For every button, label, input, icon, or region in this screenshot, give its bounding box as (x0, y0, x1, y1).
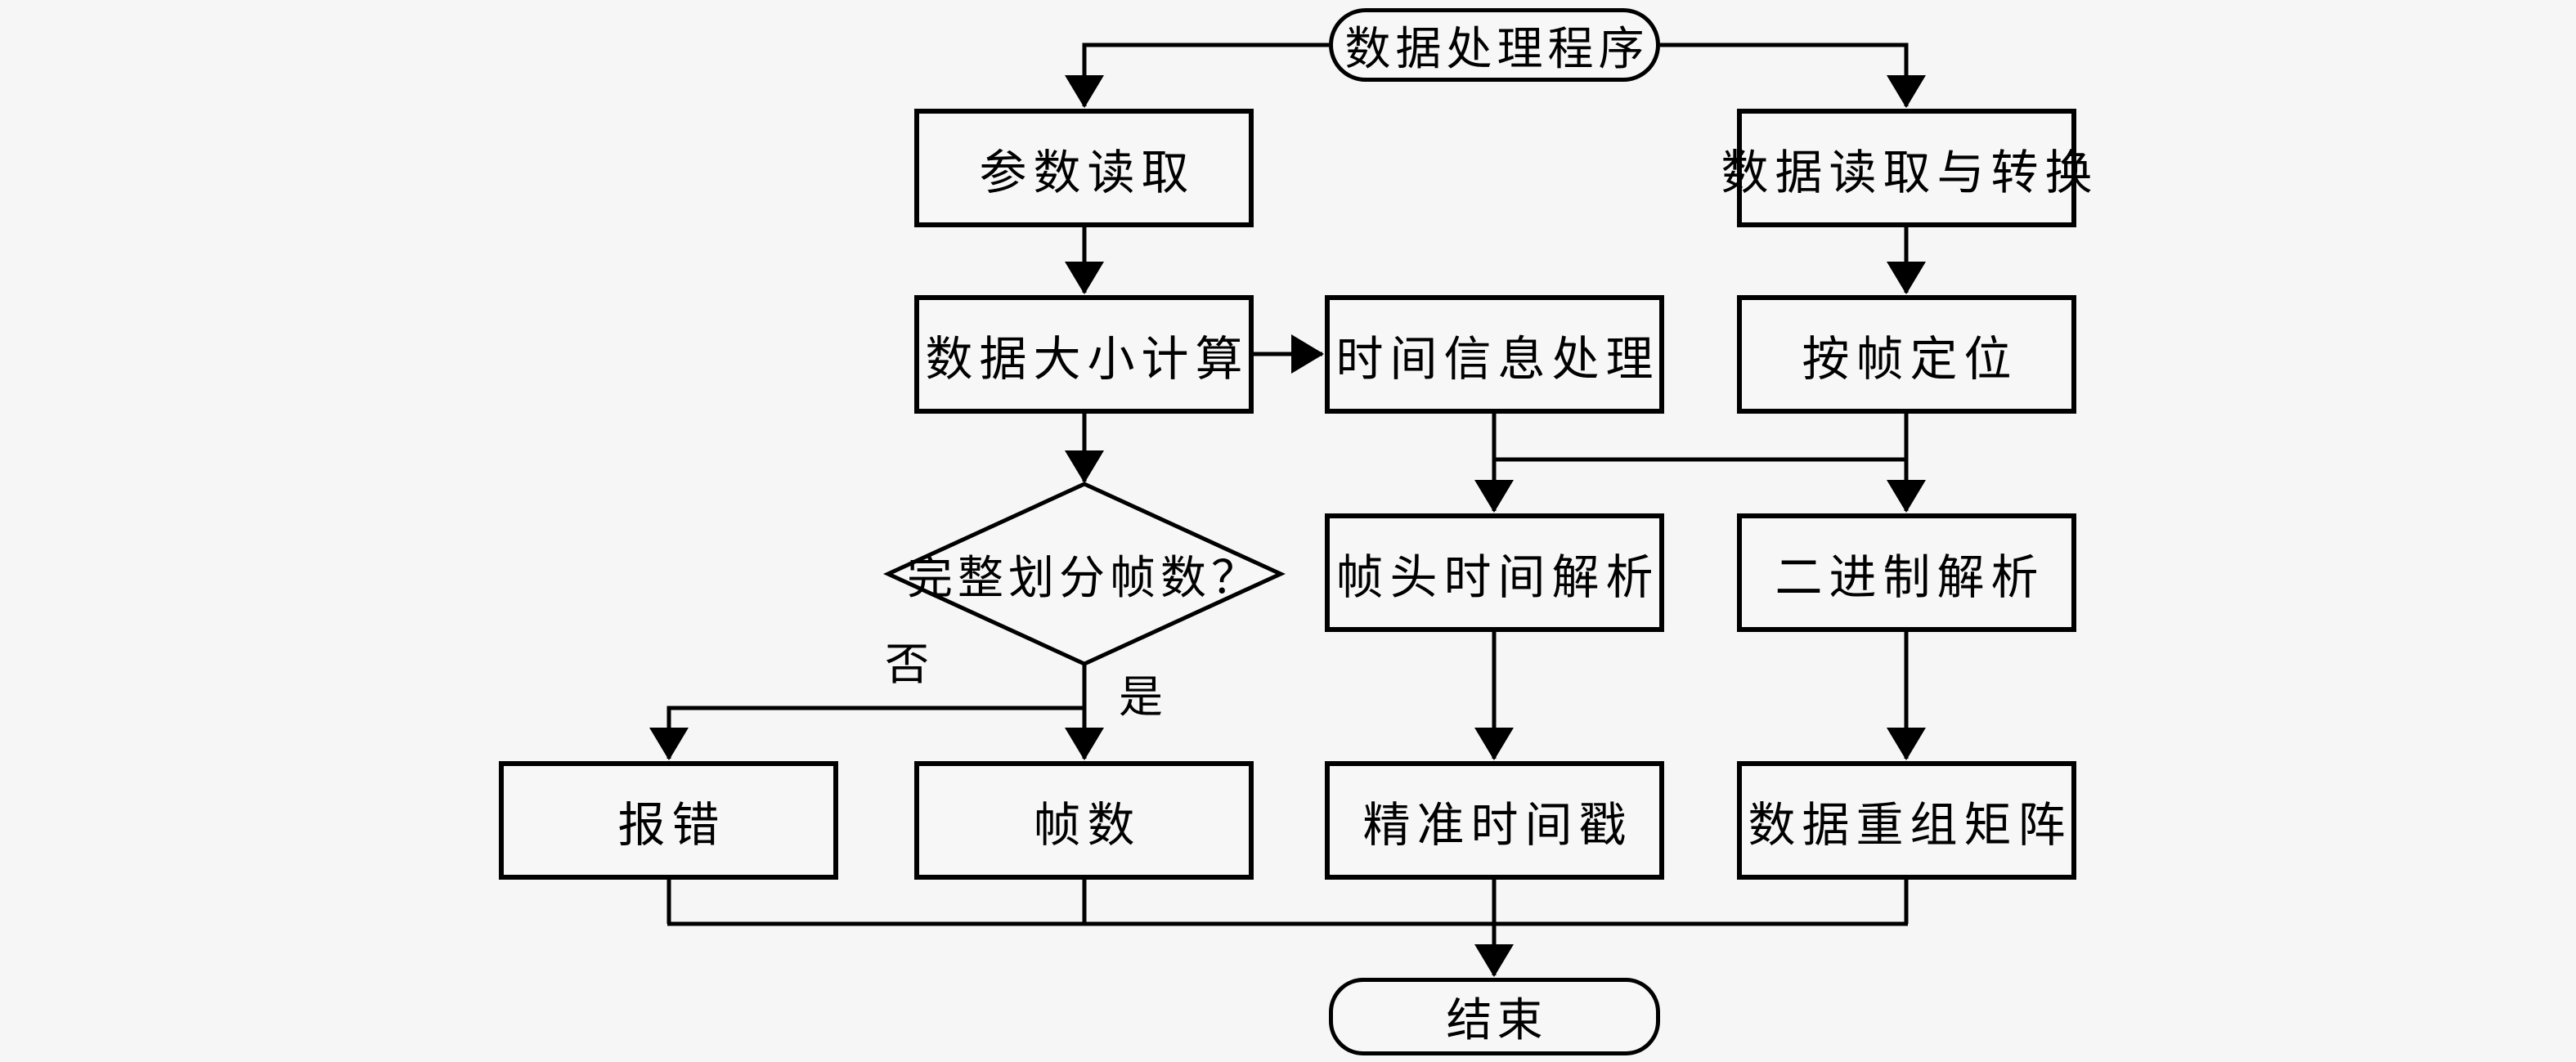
node-frame-division-check-label: 完整划分帧数？ (907, 551, 1262, 605)
branch-label-yes: 是 (1119, 671, 1163, 723)
node-binary-parsing-label: 二进制解析 (1775, 549, 2045, 605)
node-parameter-reading: 参数读取 (914, 109, 1254, 227)
node-precise-timestamp: 精准时间戳 (1325, 761, 1664, 880)
node-data-size-calculation: 数据大小计算 (914, 295, 1254, 414)
node-frame-header-time-parsing: 帧头时间解析 (1325, 513, 1664, 632)
node-end-terminator: 结束 (1329, 978, 1660, 1055)
node-precise-timestamp-label: 精准时间戳 (1362, 796, 1633, 853)
node-data-reorg-matrix: 数据重组矩阵 (1737, 761, 2076, 880)
edge-start-to-param-read (1065, 43, 1329, 108)
node-data-size-calculation-label: 数据大小计算 (925, 330, 1250, 387)
node-frame-count-label: 帧数 (1033, 796, 1142, 853)
node-frame-positioning: 按帧定位 (1737, 295, 2076, 414)
edge-start-to-data-read (1660, 43, 1926, 108)
node-start-label: 数据处理程序 (1344, 22, 1649, 76)
node-end-label: 结束 (1446, 994, 1548, 1047)
node-frame-division-check: 完整划分帧数？ (888, 484, 1281, 664)
node-error-report-label: 报错 (617, 796, 726, 853)
node-data-read-convert-label: 数据读取与转换 (1721, 144, 2099, 200)
node-error-report: 报错 (499, 761, 838, 880)
decision-diamond-shape (882, 482, 1286, 666)
node-time-info-processing-label: 时间信息处理 (1335, 330, 1660, 387)
node-data-read-convert: 数据读取与转换 (1721, 109, 2093, 227)
node-frame-header-time-parsing-label: 帧头时间解析 (1335, 549, 1660, 605)
branch-label-no: 否 (885, 639, 929, 690)
node-time-info-processing: 时间信息处理 (1325, 295, 1664, 414)
node-data-reorg-matrix-label: 数据重组矩阵 (1748, 796, 2072, 853)
node-frame-count: 帧数 (914, 761, 1254, 880)
node-frame-positioning-label: 按帧定位 (1802, 330, 2018, 387)
node-parameter-reading-label: 参数读取 (979, 144, 1196, 200)
node-binary-parsing: 二进制解析 (1737, 513, 2076, 632)
node-start-terminator: 数据处理程序 (1329, 8, 1660, 82)
edge-check-no-to-error (649, 706, 1084, 760)
